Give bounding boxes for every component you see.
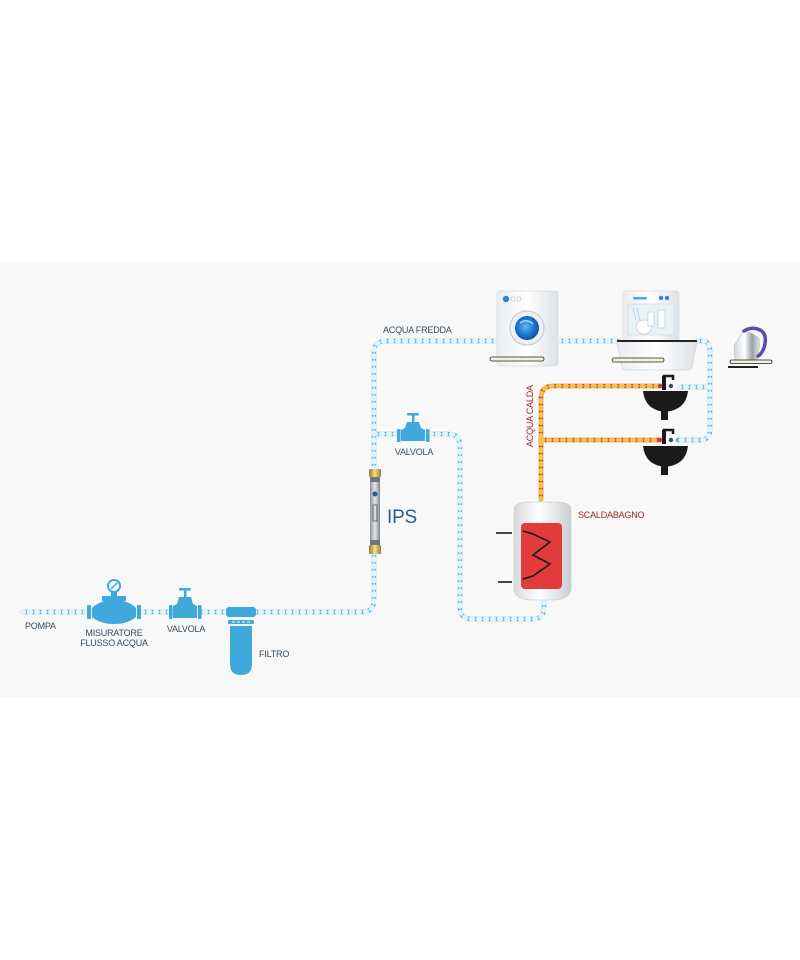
label-acqua-calda: ACQUA CALDA: [525, 385, 535, 447]
flow-meter[interactable]: [87, 579, 141, 624]
water-filter[interactable]: [226, 607, 256, 675]
bypass-valve[interactable]: [397, 413, 430, 442]
label-flusso-acqua: FLUSSO ACQUA: [80, 638, 148, 648]
heating-element-icon: [522, 530, 552, 580]
label-pompa: POMPA: [25, 621, 56, 631]
dishwasher[interactable]: [611, 290, 698, 371]
kettle-handle-icon: [742, 326, 768, 358]
labels: POMPA MISURATORE FLUSSO ACQUA VALVOLA FI…: [25, 325, 645, 659]
washer-drum-icon: [515, 316, 539, 340]
main-valve[interactable]: [169, 588, 202, 619]
label-scaldabagno: SCALDABAGNO: [578, 510, 645, 520]
label-filtro: FILTRO: [259, 649, 289, 659]
label-acqua-fredda: ACQUA FREDDA: [383, 325, 452, 335]
sink-1[interactable]: [643, 374, 688, 420]
cold-water-pipes: [19, 338, 713, 622]
hot-water-pipes: [538, 383, 663, 503]
ips-logo-icon: [372, 491, 378, 497]
label-valvola-main: VALVOLA: [167, 624, 205, 634]
label-misuratore: MISURATORE: [85, 628, 142, 638]
sink-2[interactable]: [643, 428, 688, 475]
kettle[interactable]: [728, 326, 773, 368]
pipe-hot-riser: [538, 383, 663, 503]
pipe-main-line: [19, 338, 499, 615]
ips-device[interactable]: [369, 469, 381, 554]
label-valvola-bypass: VALVOLA: [395, 447, 433, 457]
label-ips: IPS: [387, 507, 417, 528]
water-heater[interactable]: [496, 501, 572, 601]
washing-machine[interactable]: [489, 290, 559, 367]
